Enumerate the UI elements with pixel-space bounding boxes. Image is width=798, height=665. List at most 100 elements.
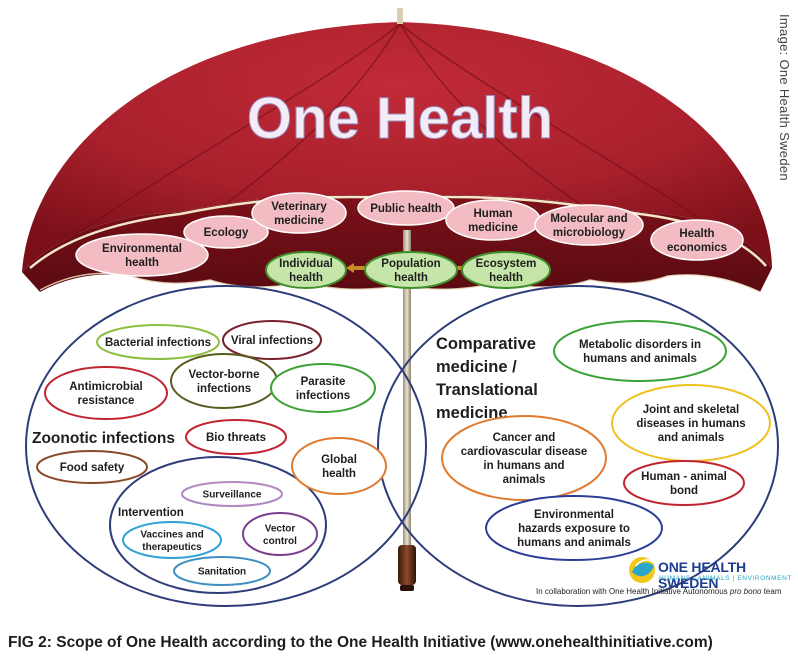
surveillance-label: Surveillance (203, 490, 262, 501)
public-health-node: Public health (357, 190, 455, 226)
antimicrobial-resistance-node: Antimicrobial resistance (44, 366, 168, 420)
population-health-label: Population (381, 258, 440, 270)
environmental-hazards-label: hazards exposure to (518, 523, 630, 535)
food-safety-label: Food safety (60, 462, 125, 474)
ecology-node: Ecology (183, 215, 269, 249)
bacterial-infections-ellipse (96, 324, 220, 360)
vaccines-therapeutics-label: Vaccines and (140, 529, 203, 540)
ecosystem-health-label: Ecosystem (476, 258, 537, 270)
vector-control-node: Vector control (242, 512, 318, 556)
antimicrobial-resistance-label: Antimicrobial (69, 381, 142, 393)
global-health-label: health (322, 468, 356, 480)
vector-control-label: control (263, 536, 297, 547)
global-health-node: Global health (291, 437, 387, 495)
cancer-cardiovascular-label: Cancer and (493, 432, 556, 444)
bacterial-infections-label: Bacterial infections (105, 337, 211, 349)
comparative-heading-line: Translational (436, 381, 538, 399)
canopy-rib (399, 23, 581, 205)
health-economics-ellipse (650, 219, 744, 261)
joint-skeletal-label: Joint and skeletal (643, 404, 740, 416)
ecosystem-health-label: health (489, 272, 523, 284)
molecular-microbiology-ellipse (534, 204, 644, 246)
joint-skeletal-label: and animals (658, 432, 724, 444)
sanitation-ellipse (173, 556, 271, 586)
human-animal-bond-label: Human - animal (641, 471, 727, 483)
logo-name: ONE HEALTH SWEDEN (658, 559, 746, 591)
vector-control-label: Vector (265, 523, 296, 534)
cancer-cardiovascular-label: in humans and (483, 460, 564, 472)
molecular-microbiology-label: microbiology (553, 227, 626, 239)
intervention-circle (109, 456, 327, 594)
human-animal-bond-label: bond (670, 485, 698, 497)
vaccines-therapeutics-node: Vaccines and therapeutics (122, 521, 222, 559)
health-economics-node: Health economics (650, 219, 744, 261)
veterinary-medicine-label: Veterinary (271, 201, 327, 213)
environmental-health-ellipse (75, 233, 209, 277)
human-medicine-label: Human (474, 208, 513, 220)
umbrella-shaft (403, 230, 411, 548)
canopy-rib (59, 23, 401, 246)
sanitation-label: Sanitation (198, 567, 246, 578)
parasite-infections-label: infections (296, 390, 350, 402)
parasite-infections-node: Parasite infections (270, 363, 376, 413)
global-health-ellipse (291, 437, 387, 495)
canopy-disciplines: EnvironmentalhealthEcologyVeterinarymedi… (75, 190, 744, 277)
antimicrobial-resistance-ellipse (44, 366, 168, 420)
environmental-hazards-label: humans and animals (517, 537, 631, 549)
diagram-title: One Health (247, 86, 553, 151)
vaccines-therapeutics-label: therapeutics (142, 542, 202, 553)
joint-skeletal-node: Joint and skeletal diseases in humans and … (611, 384, 771, 462)
surveillance-ellipse (181, 481, 283, 507)
zoonotic-circle (25, 285, 427, 607)
metabolic-disorders-ellipse (553, 320, 727, 382)
ecosystem-health-ellipse (461, 251, 551, 289)
health-economics-label: Health (679, 228, 714, 240)
ecology-label: Ecology (204, 227, 249, 239)
global-health-label: Global (321, 454, 357, 466)
veterinary-medicine-node: Veterinary medicine (251, 192, 347, 234)
canopy-rib (399, 23, 741, 246)
cancer-cardiovascular-label: cardiovascular disease (461, 446, 588, 458)
metabolic-disorders-label: Metabolic disorders in (579, 339, 701, 351)
parasite-infections-label: Parasite (301, 376, 346, 388)
antimicrobial-resistance-label: resistance (78, 395, 135, 407)
sanitation-node: Sanitation (173, 556, 271, 586)
bio-threats-label: Bio threats (206, 432, 266, 444)
comparative-heading-line: Comparative (436, 335, 536, 353)
public-health-label: Public health (370, 203, 442, 215)
viral-infections-label: Viral infections (231, 335, 313, 347)
collab-italic: pro bono (729, 587, 762, 596)
bio-threats-ellipse (185, 419, 287, 455)
joint-skeletal-label: diseases in humans (636, 418, 745, 430)
environmental-health-label: health (125, 257, 159, 269)
molecular-microbiology-label: Molecular and (550, 213, 627, 225)
food-safety-ellipse (36, 450, 148, 484)
logo-tagline: HUMANS | ANIMALS | ENVIRONMENT (659, 575, 792, 582)
individual-health-ellipse (265, 251, 347, 289)
cancer-cardiovascular-node: Cancer and cardiovascular disease in human… (441, 415, 607, 501)
viral-infections-ellipse (222, 320, 322, 360)
viral-infections-node: Viral infections (222, 320, 322, 360)
veterinary-medicine-label: medicine (274, 215, 324, 227)
population-health-ellipse (364, 251, 458, 289)
bacterial-infections-node: Bacterial infections (96, 324, 220, 360)
ecosystem-health-node: Ecosystem health (461, 251, 551, 289)
food-safety-node: Food safety (36, 450, 148, 484)
umbrella-shaft-group (398, 230, 416, 591)
umbrella-handle-cap (400, 585, 414, 591)
canopy-dome (22, 22, 772, 272)
environmental-hazards-ellipse (485, 495, 663, 561)
image-credit: Image: One Health Sweden (777, 14, 792, 181)
health-economics-label: economics (667, 242, 727, 254)
population-health-label: health (394, 272, 428, 284)
figure-caption: FIG 2: Scope of One Health according to … (8, 634, 713, 651)
comparative-heading-line: medicine / (436, 358, 517, 376)
